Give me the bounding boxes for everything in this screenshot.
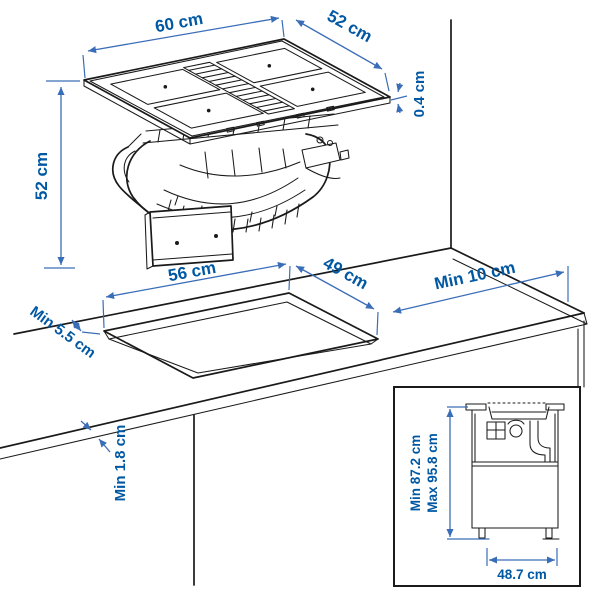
hob-edge-controls bbox=[226, 105, 335, 133]
cabinet-height-max-label: Max 95.8 cm bbox=[425, 433, 440, 513]
dim-cutout-depth bbox=[295, 265, 375, 310]
worktop-cutout bbox=[103, 292, 379, 379]
dim-rim-height-upper bbox=[396, 82, 404, 93]
cabinet-width-label: 48.7 cm bbox=[497, 567, 547, 582]
dim-edge-clearance bbox=[71, 319, 82, 332]
hob-rim-height-label: 0.4 cm bbox=[411, 71, 428, 118]
right-clearance-label: Min 10 cm bbox=[433, 258, 517, 294]
unit-height-label: 52 cm bbox=[32, 152, 51, 200]
dim-thickness-upper bbox=[80, 420, 92, 431]
dim-right-clearance bbox=[392, 270, 565, 314]
dim-hob-width bbox=[87, 15, 280, 54]
dim-cutout-width bbox=[105, 261, 287, 300]
dim-rim-height-lower bbox=[396, 103, 404, 114]
dim-hob-depth bbox=[295, 19, 383, 70]
cabinet-height-min-label: Min 87.2 cm bbox=[408, 435, 423, 512]
extractor-unit-drawing bbox=[111, 113, 350, 270]
thickness-label: Min 1.8 cm bbox=[112, 425, 129, 502]
hob-drawing bbox=[83, 38, 391, 145]
extractor-grille bbox=[183, 61, 295, 115]
dim-thickness-lower bbox=[98, 438, 111, 453]
dimension-lines bbox=[44, 15, 569, 566]
cutout-depth-label: 49 cm bbox=[320, 253, 371, 293]
